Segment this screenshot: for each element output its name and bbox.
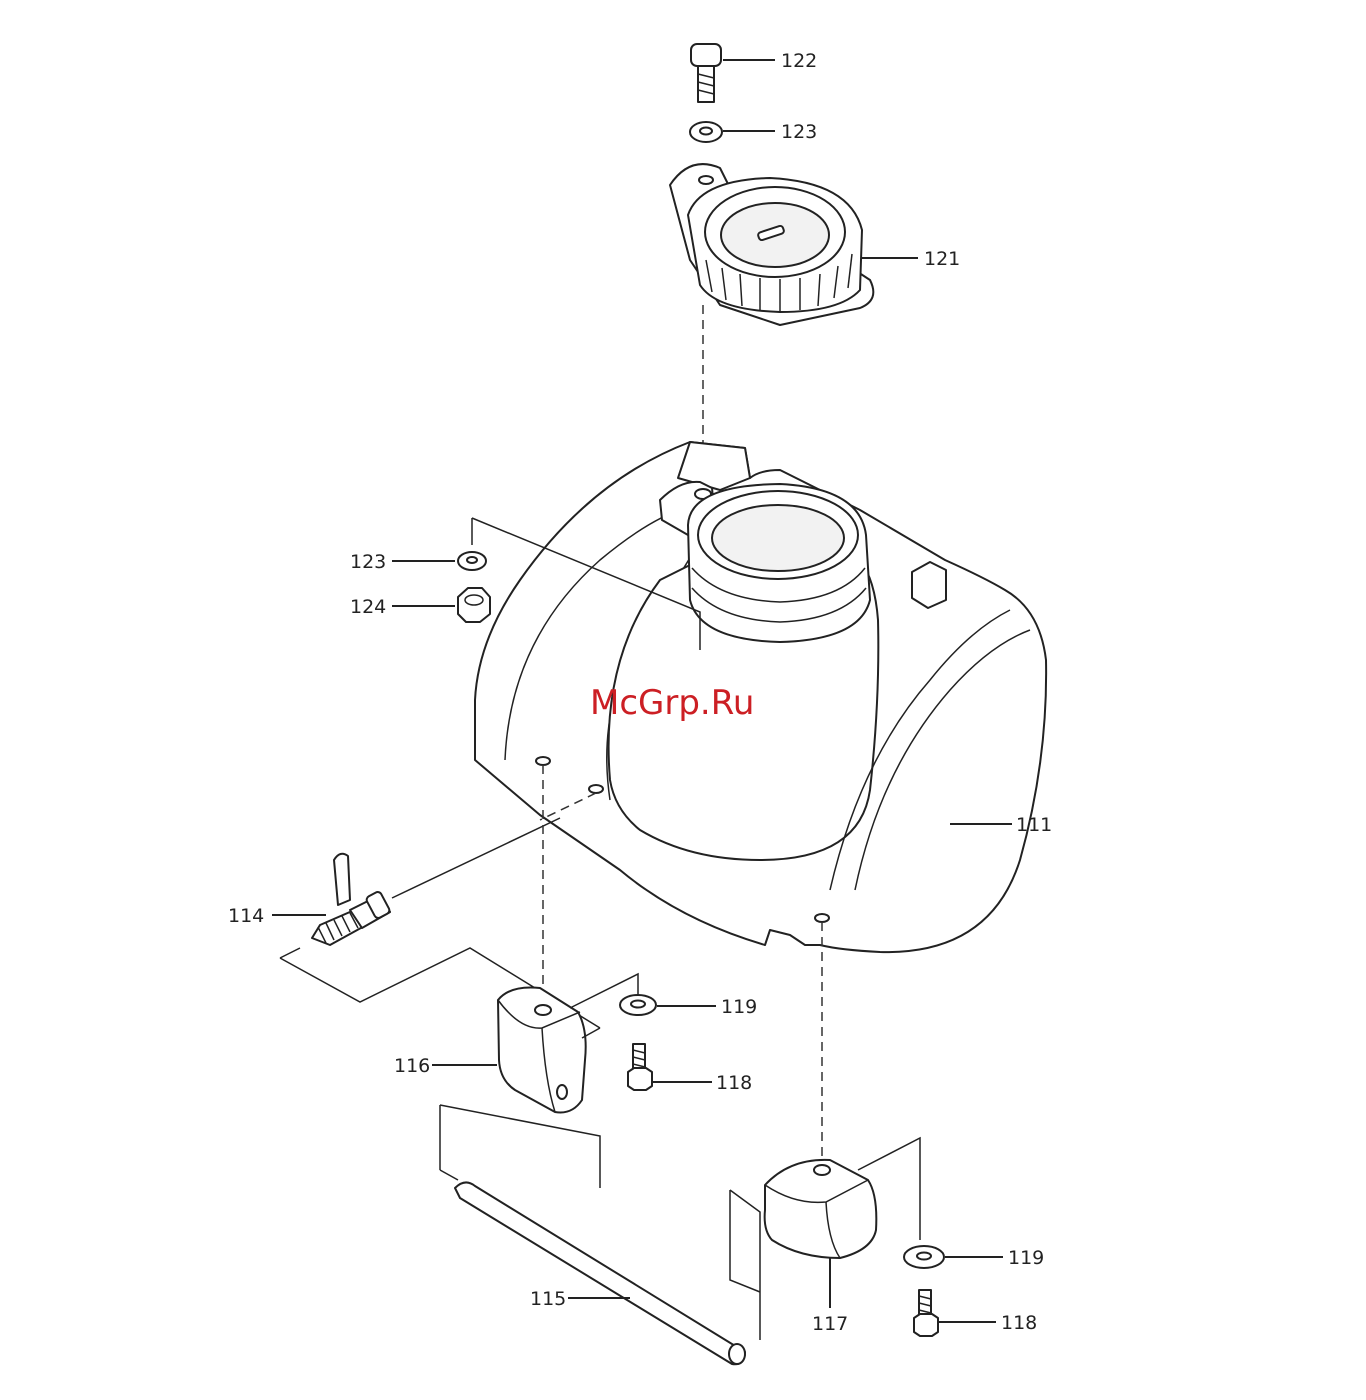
label-123-left: 123 bbox=[350, 551, 386, 573]
watermark: McGrp.Ru bbox=[590, 683, 754, 723]
part-119-washer-mid bbox=[620, 995, 716, 1015]
label-123-top: 123 bbox=[781, 121, 817, 143]
label-121: 121 bbox=[924, 248, 960, 270]
part-116-mount-block bbox=[432, 974, 638, 1113]
label-118-low: 118 bbox=[1001, 1312, 1037, 1334]
label-116: 116 bbox=[394, 1055, 430, 1077]
part-123-washer-top bbox=[690, 122, 775, 142]
part-123-washer-left bbox=[392, 552, 486, 570]
part-119-washer-low bbox=[904, 1246, 1003, 1268]
part-117-mount-block bbox=[765, 1138, 920, 1308]
part-121-fuel-cap bbox=[670, 164, 918, 325]
part-122-bolt bbox=[691, 44, 775, 102]
part-124-nut bbox=[392, 588, 490, 622]
label-119-mid: 119 bbox=[721, 996, 757, 1018]
label-124: 124 bbox=[350, 596, 386, 618]
label-118-mid: 118 bbox=[716, 1072, 752, 1094]
label-111: 111 bbox=[1016, 814, 1052, 836]
label-122: 122 bbox=[781, 50, 817, 72]
label-114: 114 bbox=[228, 905, 264, 927]
label-115: 115 bbox=[530, 1288, 566, 1310]
part-118-bolt-low bbox=[914, 1290, 996, 1336]
part-118-bolt-mid bbox=[628, 1044, 712, 1090]
part-111-fuel-tank bbox=[475, 442, 1046, 952]
part-115-strip bbox=[440, 1105, 760, 1364]
label-119-low: 119 bbox=[1008, 1247, 1044, 1269]
label-117: 117 bbox=[812, 1313, 848, 1335]
